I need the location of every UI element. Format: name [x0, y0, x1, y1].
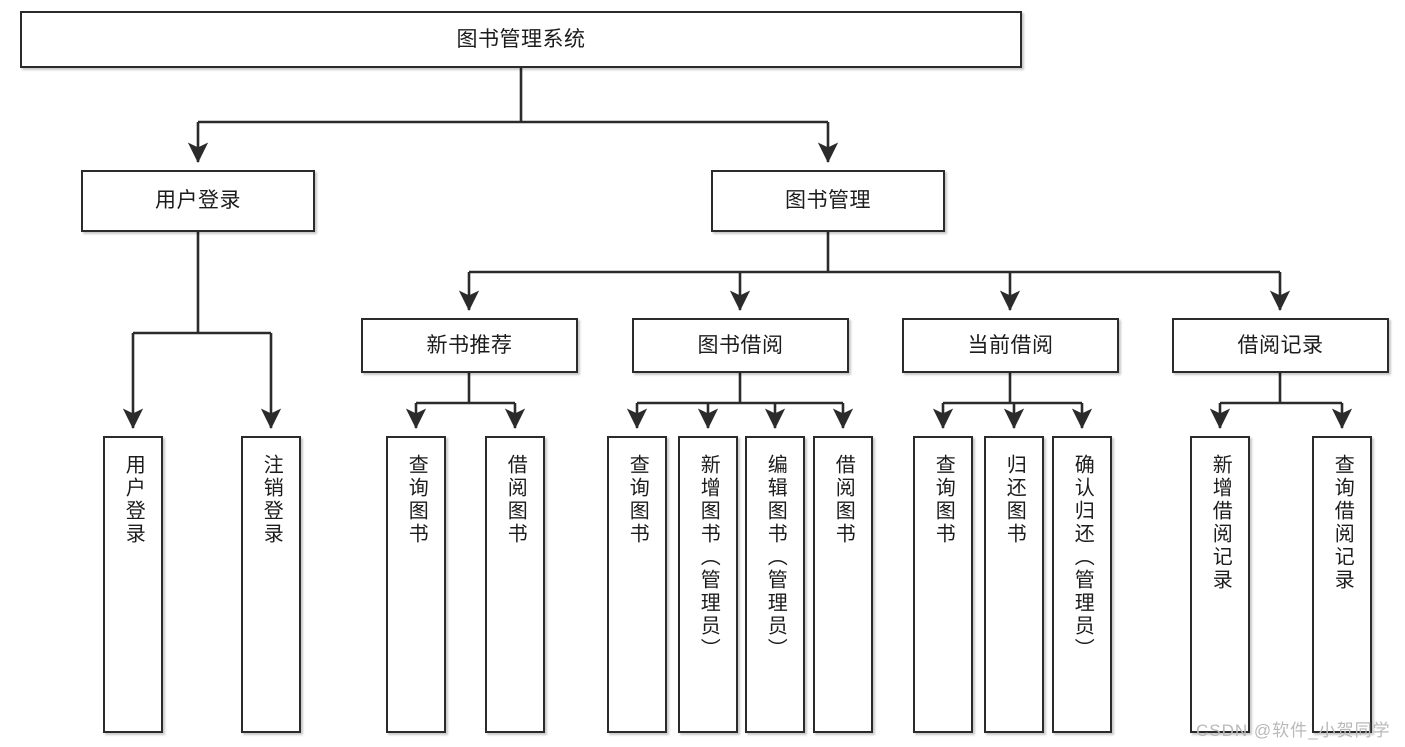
- node-book-manage-label: 图书管理: [785, 189, 871, 213]
- node-leaf-query-record[interactable]: 查询借阅记录: [1312, 436, 1372, 733]
- node-leaf-borrow-book-1[interactable]: 借阅图书: [485, 436, 545, 733]
- node-leaf-edit-book-label: 编辑图书（管理员）: [764, 454, 787, 661]
- node-root-label: 图书管理系统: [456, 27, 586, 51]
- node-leaf-query-book-1-label: 查询图书: [405, 454, 428, 546]
- node-leaf-confirm-return[interactable]: 确认归还（管理员）: [1052, 436, 1112, 733]
- node-leaf-borrow-book-1-label: 借阅图书: [504, 454, 527, 546]
- node-borrow-record-label: 借阅记录: [1237, 333, 1324, 357]
- node-leaf-query-book-1[interactable]: 查询图书: [386, 436, 446, 733]
- node-leaf-add-book-label: 新增图书（管理员）: [697, 454, 720, 661]
- node-leaf-add-record[interactable]: 新增借阅记录: [1190, 436, 1250, 733]
- node-leaf-query-record-label: 查询借阅记录: [1331, 454, 1354, 592]
- node-root[interactable]: 图书管理系统: [20, 11, 1022, 68]
- node-new-book-recommend-label: 新书推荐: [426, 333, 513, 357]
- node-leaf-return-book-label: 归还图书: [1003, 454, 1026, 546]
- node-user-login[interactable]: 用户登录: [81, 170, 315, 232]
- node-book-borrow-label: 图书借阅: [697, 333, 784, 357]
- node-leaf-user-login-label: 用户登录: [122, 454, 145, 546]
- node-leaf-borrow-book-2[interactable]: 借阅图书: [813, 436, 873, 733]
- node-leaf-confirm-return-label: 确认归还（管理员）: [1071, 454, 1094, 661]
- node-borrow-record[interactable]: 借阅记录: [1172, 318, 1389, 373]
- node-leaf-query-book-3[interactable]: 查询图书: [913, 436, 973, 733]
- node-book-manage[interactable]: 图书管理: [711, 170, 945, 232]
- node-leaf-borrow-book-2-label: 借阅图书: [832, 454, 855, 546]
- node-current-borrow-label: 当前借阅: [967, 333, 1054, 357]
- node-leaf-logout[interactable]: 注销登录: [241, 436, 301, 733]
- node-leaf-query-book-3-label: 查询图书: [932, 454, 955, 546]
- node-current-borrow[interactable]: 当前借阅: [902, 318, 1119, 373]
- node-leaf-user-login[interactable]: 用户登录: [103, 436, 163, 733]
- node-leaf-query-book-2[interactable]: 查询图书: [607, 436, 667, 733]
- node-leaf-return-book[interactable]: 归还图书: [984, 436, 1044, 733]
- node-user-login-label: 用户登录: [155, 189, 241, 213]
- node-new-book-recommend[interactable]: 新书推荐: [361, 318, 578, 373]
- node-leaf-logout-label: 注销登录: [260, 454, 283, 546]
- csdn-watermark: CSDN @软件_小贺同学: [1196, 721, 1391, 740]
- node-leaf-add-book[interactable]: 新增图书（管理员）: [678, 436, 738, 733]
- node-leaf-add-record-label: 新增借阅记录: [1209, 454, 1232, 592]
- node-leaf-edit-book[interactable]: 编辑图书（管理员）: [745, 436, 805, 733]
- node-book-borrow[interactable]: 图书借阅: [632, 318, 849, 373]
- node-leaf-query-book-2-label: 查询图书: [626, 454, 649, 546]
